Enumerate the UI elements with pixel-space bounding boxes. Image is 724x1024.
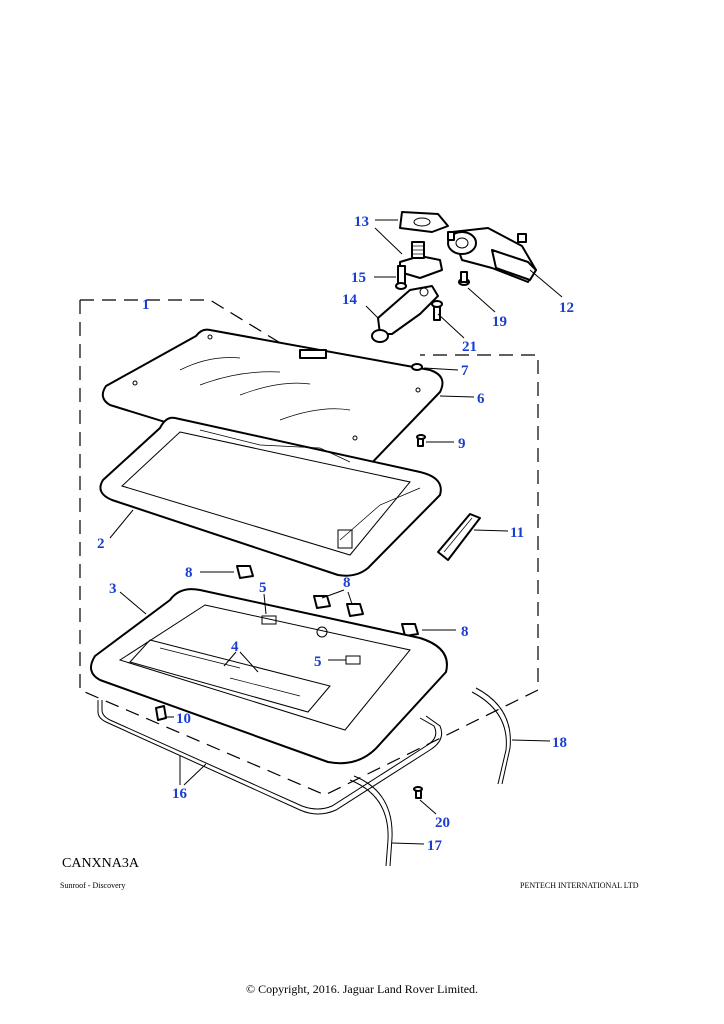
bolt-19 bbox=[458, 271, 470, 286]
tray-base-frame bbox=[90, 588, 448, 765]
callout-1: 1 bbox=[142, 297, 150, 313]
callout-5b: 5 bbox=[314, 654, 322, 670]
screw-20 bbox=[413, 786, 423, 799]
leader-lines bbox=[109, 219, 563, 845]
callout-4: 4 bbox=[231, 639, 239, 655]
callout-labels: 1 2 3 4 5 5 6 7 8 8 8 9 10 11 12 13 14 1… bbox=[97, 214, 574, 854]
callout-15: 15 bbox=[351, 270, 366, 286]
sunroof-motor bbox=[447, 227, 537, 283]
callout-8a: 8 bbox=[185, 565, 193, 581]
callout-17: 17 bbox=[427, 838, 443, 854]
callout-3: 3 bbox=[109, 581, 117, 597]
clip-10 bbox=[155, 705, 167, 721]
diagram-caption: Sunroof - Discovery bbox=[60, 881, 126, 890]
pads-8 bbox=[236, 565, 419, 637]
screw-15 bbox=[395, 265, 407, 290]
bolt-21 bbox=[431, 300, 443, 321]
clip-7 bbox=[411, 363, 423, 371]
callout-18: 18 bbox=[552, 735, 567, 751]
drain-tube-18 bbox=[471, 687, 511, 785]
callout-11: 11 bbox=[510, 525, 524, 541]
sunroof-frame bbox=[99, 416, 442, 577]
callout-16: 16 bbox=[172, 786, 188, 802]
callout-8c: 8 bbox=[461, 624, 469, 640]
publisher-label: PENTECH INTERNATIONAL LTD bbox=[520, 881, 639, 890]
drive-gear-mount bbox=[399, 241, 443, 279]
callout-14: 14 bbox=[342, 292, 358, 308]
copyright-notice: © Copyright, 2016. Jaguar Land Rover Lim… bbox=[245, 982, 479, 996]
callout-19: 19 bbox=[492, 314, 507, 330]
callout-6: 6 bbox=[477, 391, 485, 407]
callout-2: 2 bbox=[97, 536, 105, 552]
callout-21: 21 bbox=[462, 339, 477, 355]
callout-10: 10 bbox=[176, 711, 191, 727]
screw-9 bbox=[416, 434, 426, 447]
drain-tube-17 bbox=[349, 775, 393, 867]
callout-7: 7 bbox=[461, 363, 469, 379]
side-runner bbox=[437, 513, 481, 561]
callout-20: 20 bbox=[435, 815, 450, 831]
crank-bracket bbox=[371, 285, 439, 343]
drain-tube-16 bbox=[97, 700, 443, 815]
motor-gasket-plate bbox=[399, 211, 449, 233]
callout-13: 13 bbox=[354, 214, 369, 230]
diagram-code: CANXNA3A bbox=[62, 856, 139, 871]
callout-5a: 5 bbox=[259, 580, 267, 596]
callout-9: 9 bbox=[458, 436, 466, 452]
callout-12: 12 bbox=[559, 300, 574, 316]
callout-8b: 8 bbox=[343, 575, 351, 591]
